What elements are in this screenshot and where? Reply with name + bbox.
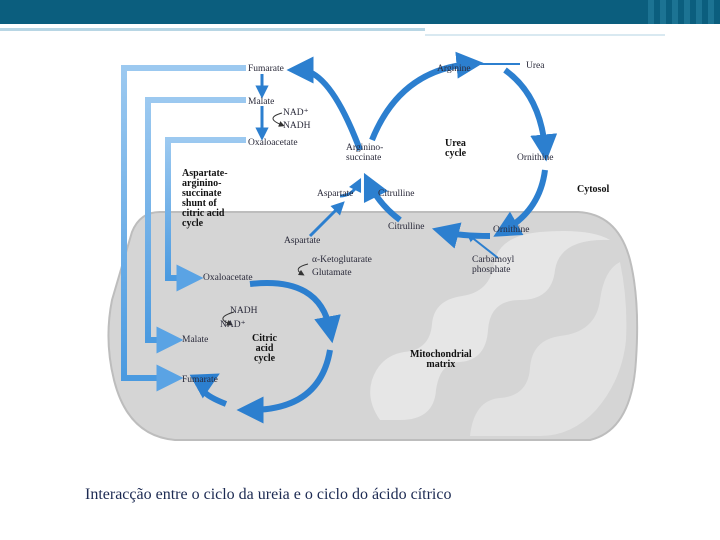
mitochondrion: [107, 211, 639, 441]
label-fumarate: Fumarate: [248, 64, 284, 74]
label-nadh-matrix: NADH: [230, 306, 258, 316]
label-urea-cycle: Urea cycle: [445, 138, 467, 159]
label-aspartate-cytosol: Aspartate: [317, 189, 354, 199]
label-nadh: NADH: [283, 121, 311, 131]
nad-arrow: [272, 112, 285, 127]
accent-line: [0, 28, 425, 31]
caption: Interacção entre o ciclo da ureia e o ci…: [85, 486, 452, 503]
citric-acid-cycle-arrows: [189, 280, 341, 424]
label-alpha-ketoglutarate: α-Ketoglutarate: [312, 255, 372, 265]
aspartate-arrows: [308, 177, 362, 238]
label-citrulline-matrix: Citrulline: [388, 222, 425, 232]
accent-line: [425, 34, 665, 36]
label-mitochondrial-matrix: Mitochondrial matrix: [410, 349, 472, 370]
label-oxaloacetate-matrix: Oxaloacetate: [203, 273, 253, 283]
label-citric-acid-cycle: Citric acid cycle: [252, 333, 277, 364]
shunt-arrows: [121, 65, 246, 392]
label-carbamoyl-phosphate: Carbamoyl phosphate: [472, 255, 515, 275]
label-citrulline-cytosol: Citrulline: [378, 189, 415, 199]
urea-cycle-arrows: [286, 51, 558, 249]
label-shunt: Aspartate- arginino- succinate shunt of …: [182, 168, 228, 229]
label-ornithine-matrix: Ornithine: [493, 225, 530, 235]
label-oxaloacetate: Oxaloacetate: [248, 138, 298, 148]
nadh-arrow: [222, 311, 235, 326]
carbamoyl-arrow: [466, 233, 499, 259]
header-bar-pattern: [648, 0, 720, 24]
label-glutamate: Glutamate: [312, 268, 352, 278]
label-malate-matrix: Malate: [182, 335, 209, 345]
glutamate-arrow: [297, 263, 309, 276]
label-urea: Urea: [526, 61, 545, 71]
label-cytosol: Cytosol: [577, 184, 610, 195]
label-argininosuccinate: Arginino- succinate: [346, 143, 384, 163]
header-bar: [0, 0, 720, 24]
label-aspartate-matrix: Aspartate: [284, 236, 321, 246]
label-malate: Malate: [248, 97, 275, 107]
label-nad-matrix: NAD⁺: [220, 320, 246, 330]
label-fumarate-matrix: Fumarate: [182, 375, 218, 385]
label-nad: NAD⁺: [283, 108, 309, 118]
label-ornithine-cytosol: Ornithine: [517, 153, 554, 163]
label-arginine: Arginine: [437, 64, 471, 74]
